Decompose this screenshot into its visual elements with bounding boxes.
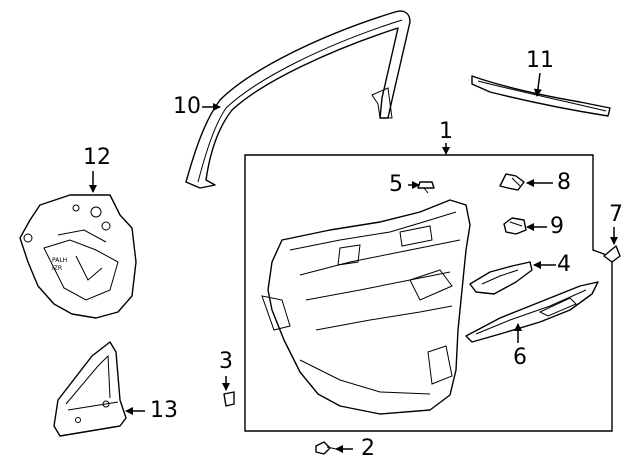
- part-3-clip: [223, 391, 235, 407]
- callout-8: 8: [557, 170, 571, 195]
- part-5-retainer: [417, 181, 435, 194]
- deflector-stamp-line1: PALH: [52, 257, 67, 264]
- part-12-water-deflector: PALH IZR: [19, 194, 137, 319]
- callout-9: 9: [550, 214, 564, 239]
- callout-11: 11: [526, 48, 554, 73]
- part-9-switch: [503, 217, 527, 235]
- callout-13: 13: [150, 398, 178, 423]
- deflector-stamp-line2: IZR: [52, 265, 62, 272]
- callout-3: 3: [219, 349, 233, 374]
- part-8-harness-clip: [499, 173, 525, 191]
- part-13-bracket: [53, 341, 127, 437]
- part-4-handle: [469, 261, 533, 295]
- part-10-weatherstrip: [185, 10, 411, 189]
- callout-7: 7: [609, 202, 623, 227]
- callout-4: 4: [557, 252, 571, 277]
- callout-5: 5: [389, 172, 403, 197]
- part-1-door-panel: [261, 199, 471, 415]
- leader-arrows: [89, 72, 618, 453]
- callout-1: 1: [439, 119, 453, 144]
- callout-2: 2: [361, 436, 375, 461]
- part-11-belt-molding: [471, 75, 611, 117]
- callout-10: 10: [173, 94, 201, 119]
- callout-6: 6: [513, 345, 527, 370]
- part-7-cap: [603, 245, 621, 263]
- part-6-armrest-trim: [465, 281, 599, 343]
- part-2-screw: [315, 441, 337, 455]
- callout-12: 12: [83, 145, 111, 170]
